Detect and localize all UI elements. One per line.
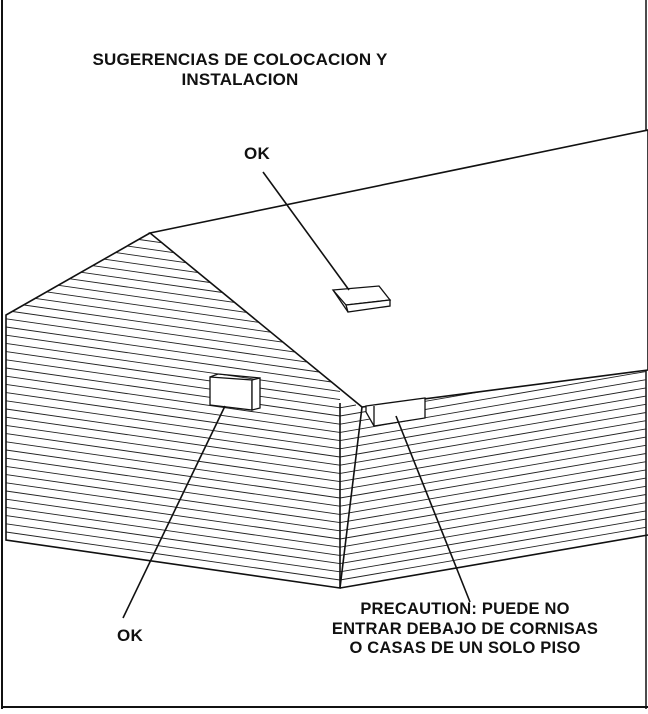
- gable-wall-siding: [5, 239, 341, 581]
- siding-line: [35, 297, 271, 333]
- siding-line: [339, 469, 647, 524]
- siding-line: [5, 465, 341, 515]
- caution-line-2: ENTRAR DEBAJO DE CORNISAS: [331, 619, 599, 638]
- siding-line: [5, 531, 341, 581]
- under-eave-unit: [365, 397, 426, 427]
- roof-ok-label: OK: [244, 144, 270, 163]
- siding-line: [339, 420, 647, 474]
- siding-line: [339, 461, 647, 515]
- siding-line: [339, 502, 647, 556]
- siding-line: [92, 265, 211, 283]
- siding-line: [339, 485, 647, 540]
- siding-line: [5, 326, 320, 373]
- siding-line: [5, 416, 341, 466]
- siding-line: [339, 518, 647, 573]
- siding-line: [138, 239, 162, 244]
- siding-line: [115, 252, 187, 264]
- siding-line: [5, 498, 341, 548]
- siding-line: [5, 351, 341, 401]
- siding-line: [339, 404, 357, 409]
- siding-line: [5, 515, 341, 565]
- siding-line: [5, 449, 341, 499]
- siding-line: [339, 477, 647, 532]
- siding-line: [339, 436, 647, 491]
- siding-line: [5, 318, 308, 363]
- caution-leader-line: [395, 415, 471, 603]
- siding-line: [5, 367, 341, 417]
- siding-line: [127, 245, 175, 254]
- siding-line: [5, 441, 341, 491]
- siding-line: [339, 395, 647, 450]
- siding-line: [5, 383, 341, 433]
- wall-ok-leader-line: [122, 405, 226, 619]
- diagram-title: SUGERENCIAS DE COLOCACION Y INSTALACION: [20, 50, 460, 90]
- wall-unit: [209, 373, 261, 411]
- siding-line: [46, 291, 259, 323]
- siding-line: [339, 387, 647, 442]
- siding-line: [339, 453, 647, 507]
- caution-note: PRECAUTION: PUEDE NO ENTRAR DEBAJO DE CO…: [282, 600, 648, 659]
- siding-line: [5, 359, 341, 409]
- siding-line: [5, 506, 341, 556]
- roof-ok-leader-line: [262, 171, 350, 291]
- siding-line: [339, 428, 647, 483]
- caution-line-1: PRECAUTION: PUEDE NO: [360, 600, 570, 618]
- siding-line: [339, 403, 647, 458]
- siding-line: [5, 342, 341, 392]
- siding-line: [5, 457, 341, 507]
- siding-line: [5, 400, 341, 450]
- siding-line: [81, 271, 223, 293]
- siding-line: [5, 482, 341, 532]
- siding-line: [5, 424, 341, 474]
- siding-line: [5, 408, 341, 458]
- siding-line: [5, 334, 332, 383]
- siding-line: [23, 304, 284, 343]
- siding-line: [12, 311, 296, 353]
- siding-line: [5, 392, 341, 442]
- siding-line: [69, 278, 235, 303]
- side-wall-bottom-edge: [339, 534, 648, 589]
- siding-line: [339, 526, 647, 581]
- siding-line: [5, 375, 341, 425]
- siding-line: [339, 510, 647, 565]
- roof-unit: [331, 285, 392, 313]
- siding-line: [5, 523, 341, 573]
- siding-line: [58, 284, 247, 313]
- siding-line: [339, 444, 647, 499]
- siding-line: [339, 412, 647, 466]
- siding-line: [104, 258, 199, 274]
- siding-line: [339, 494, 647, 548]
- caution-line-3: O CASAS DE UN SOLO PISO: [349, 639, 581, 657]
- siding-line: [5, 433, 341, 483]
- wall-ok-label: OK: [117, 626, 143, 645]
- title-line-1: SUGERENCIAS DE COLOCACION Y: [92, 50, 388, 69]
- gable-wall-outline: [5, 232, 363, 589]
- title-line-2: INSTALACION: [181, 70, 299, 89]
- siding-line: [5, 474, 341, 524]
- roof-surface: [148, 129, 648, 408]
